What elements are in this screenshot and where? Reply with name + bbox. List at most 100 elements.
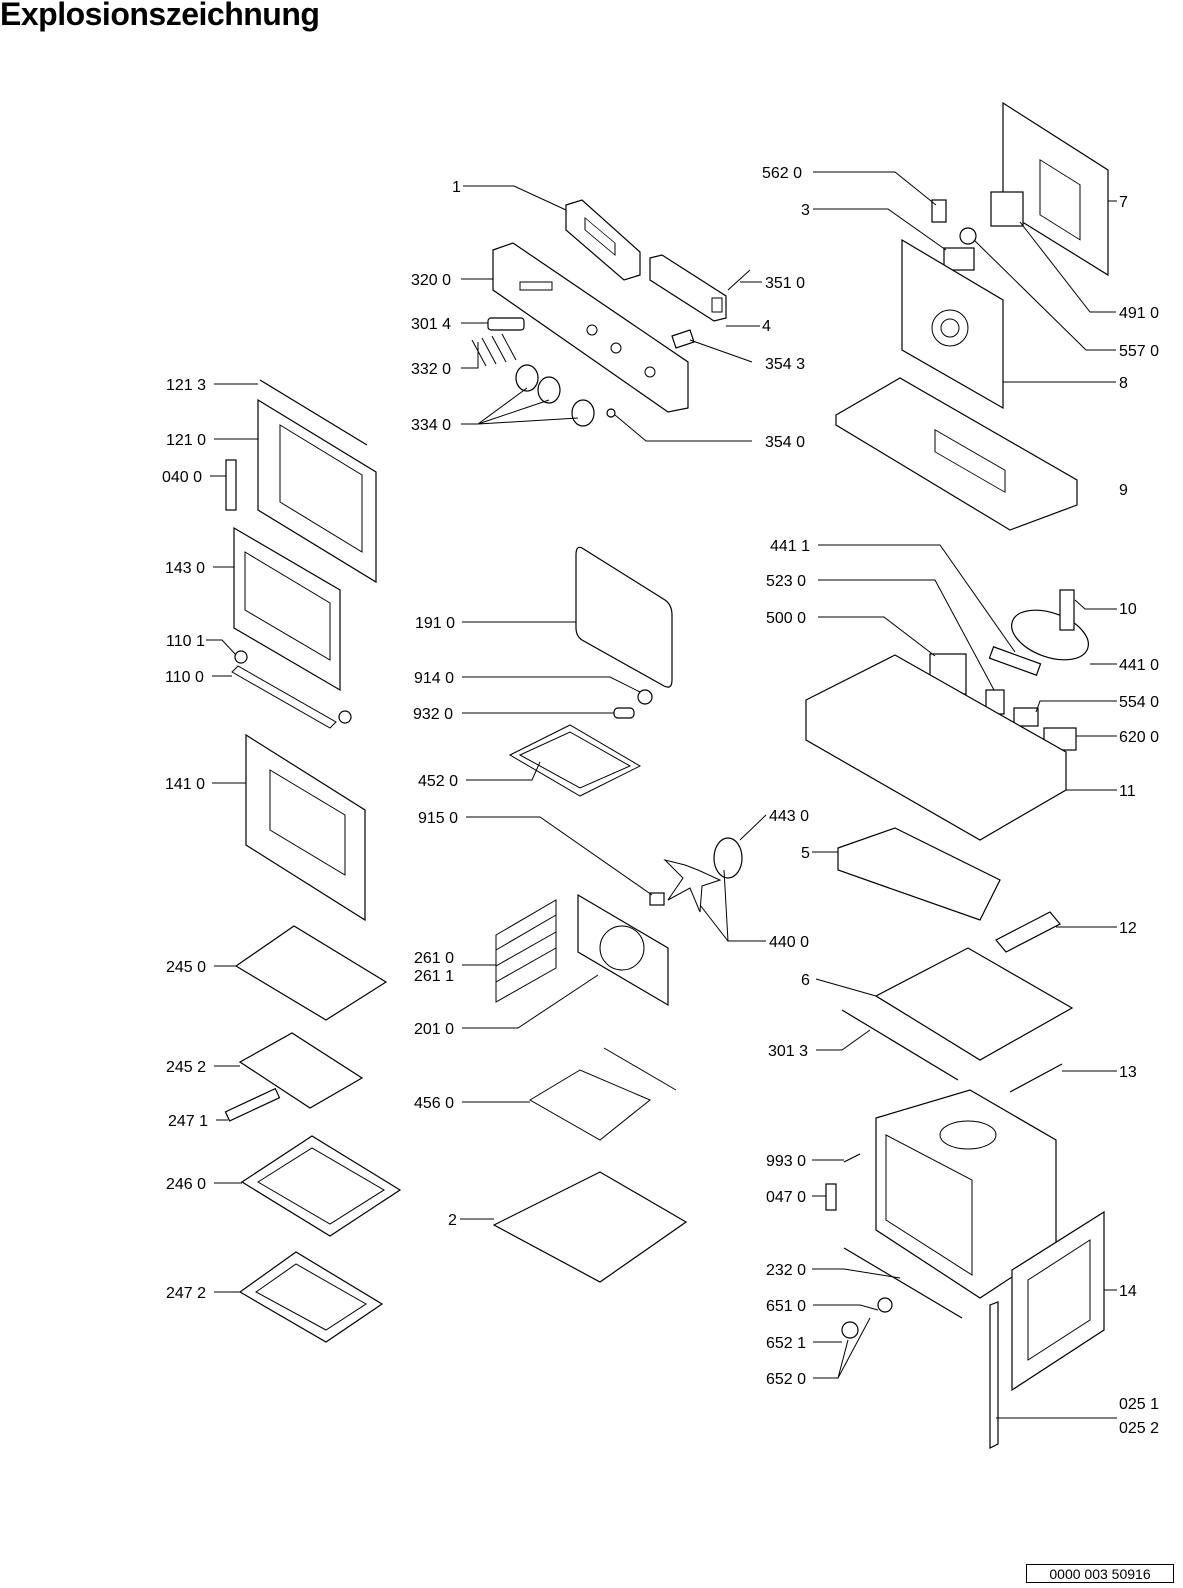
part-bracket-10 [1059, 589, 1075, 631]
callout-11: 11 [1119, 783, 1136, 800]
part-screw-354-0 [606, 408, 616, 418]
callout-993-0: 993 0 [766, 1153, 806, 1170]
callout-261-1: 261 1 [414, 968, 454, 985]
part-control-panel-320-0 [492, 242, 689, 413]
part-fan-blade-440-0 [663, 859, 722, 913]
part-switch-554-0 [1013, 707, 1039, 727]
callout-247-1: 247 1 [168, 1113, 208, 1130]
part-fuse-351-0 [727, 269, 751, 291]
part-fan-motor-443-0 [713, 837, 743, 879]
document-number: 0000 003 50916 [1026, 1564, 1174, 1583]
callout-13: 13 [1119, 1064, 1137, 1081]
part-lamp-cover-652-1 [841, 1321, 859, 1339]
callout-914-0: 914 0 [414, 670, 454, 687]
callout-500-0: 500 0 [766, 610, 806, 627]
callout-334-0: 334 0 [411, 417, 451, 434]
callout-025-2: 025 2 [1119, 1420, 1159, 1437]
callout-301-4: 301 4 [411, 316, 451, 333]
callout-9: 9 [1119, 482, 1128, 499]
part-rail-12 [995, 911, 1061, 953]
part-knob-shafts-332-0 [471, 333, 517, 367]
callout-351-0: 351 0 [765, 275, 805, 292]
callout-652-1: 652 1 [766, 1335, 806, 1352]
callout-2: 2 [448, 1212, 457, 1229]
callout-10: 10 [1119, 601, 1137, 618]
callout-3: 3 [801, 202, 810, 219]
callout-620-0: 620 0 [1119, 729, 1159, 746]
part-knobs-334-0 [515, 364, 595, 427]
callout-14: 14 [1119, 1283, 1137, 1300]
callout-110-0: 110 0 [165, 669, 204, 686]
part-electronics-housing-11 [805, 654, 1067, 841]
callout-354-3: 354 3 [765, 356, 805, 373]
callout-040-0: 040 0 [162, 469, 202, 486]
callout-121-0: 121 0 [166, 432, 206, 449]
part-rail-301-3 [841, 1009, 959, 1081]
callout-491-0: 491 0 [1119, 305, 1159, 322]
callout-440-0: 440 0 [769, 934, 809, 951]
callout-6: 6 [801, 972, 810, 989]
callout-246-0: 246 0 [166, 1176, 206, 1193]
part-door-trim-121-3 [259, 379, 368, 446]
callout-8: 8 [1119, 375, 1128, 392]
part-base-plate-6 [874, 947, 1074, 1061]
callout-652-0: 652 0 [766, 1371, 806, 1388]
callout-261-0: 261 0 [414, 950, 454, 967]
part-heating-element-452-0 [508, 724, 642, 797]
part-nut-914-0 [637, 689, 653, 705]
callout-651-0: 651 0 [766, 1298, 806, 1315]
part-drip-pan-247-2 [238, 1251, 384, 1343]
part-lens-301-4 [487, 317, 525, 331]
callout-554-0: 554 0 [1119, 694, 1159, 711]
part-board-4 [649, 254, 727, 322]
part-switch-557-0 [959, 227, 977, 245]
part-screw-354-3 [671, 329, 695, 349]
part-door-seal-191-0 [575, 546, 673, 688]
part-bracket-5 [837, 827, 1001, 921]
part-spacer-915-0 [649, 892, 665, 906]
part-outer-glass-141-0 [245, 733, 366, 922]
part-rear-panel-8 [901, 238, 1004, 410]
callout-191-0: 191 0 [415, 615, 455, 632]
callout-557-0: 557 0 [1119, 343, 1159, 360]
part-lamp-651-0 [877, 1297, 893, 1313]
callout-121-3: 121 3 [166, 377, 206, 394]
callout-025-1: 025 1 [1119, 1396, 1159, 1413]
callout-320-0: 320 0 [411, 272, 451, 289]
part-lower-element-456-0 [529, 1047, 677, 1141]
part-screw-993-0 [843, 1153, 861, 1163]
part-inner-glass-143-0 [233, 526, 341, 692]
part-handle-110-0 [231, 650, 352, 729]
callout-452-0: 452 0 [418, 773, 458, 790]
part-bracket-3 [943, 247, 975, 271]
part-rack-245-0 [234, 925, 388, 1021]
part-hinge-040-0 [225, 459, 237, 511]
part-connector-441-1 [988, 646, 1042, 676]
callout-143-0: 143 0 [165, 560, 205, 577]
callout-4: 4 [762, 318, 771, 335]
page-title: Explosionszeichnung [0, 0, 320, 32]
callout-5: 5 [801, 845, 810, 862]
callout-562-0: 562 0 [762, 165, 802, 182]
callout-441-1: 441 1 [770, 538, 810, 555]
callout-441-0: 441 0 [1119, 657, 1159, 674]
part-strip-13 [1009, 1063, 1063, 1093]
part-rear-cover-7 [1002, 101, 1109, 277]
callout-523-0: 523 0 [766, 573, 806, 590]
part-display-board-1 [565, 199, 641, 281]
part-grill-handle-247-1 [224, 1087, 281, 1122]
part-door-frame-121-0 [257, 398, 377, 584]
part-side-panel-14 [1011, 1210, 1105, 1392]
part-bottom-plate-2 [492, 1171, 688, 1283]
callout-232-0: 232 0 [766, 1262, 806, 1279]
callout-110-1: 110 1 [166, 633, 205, 650]
callout-12: 12 [1119, 920, 1137, 937]
callout-labels: 1 320 0 301 4 332 0 334 0 351 0 4 354 3 … [162, 165, 1159, 1437]
callout-332-0: 332 0 [411, 361, 451, 378]
part-side-strip-025 [989, 1301, 999, 1449]
callout-201-0: 201 0 [414, 1021, 454, 1038]
callout-247-2: 247 2 [166, 1285, 206, 1302]
callout-915-0: 915 0 [418, 810, 458, 827]
callout-301-3: 301 3 [768, 1043, 808, 1060]
